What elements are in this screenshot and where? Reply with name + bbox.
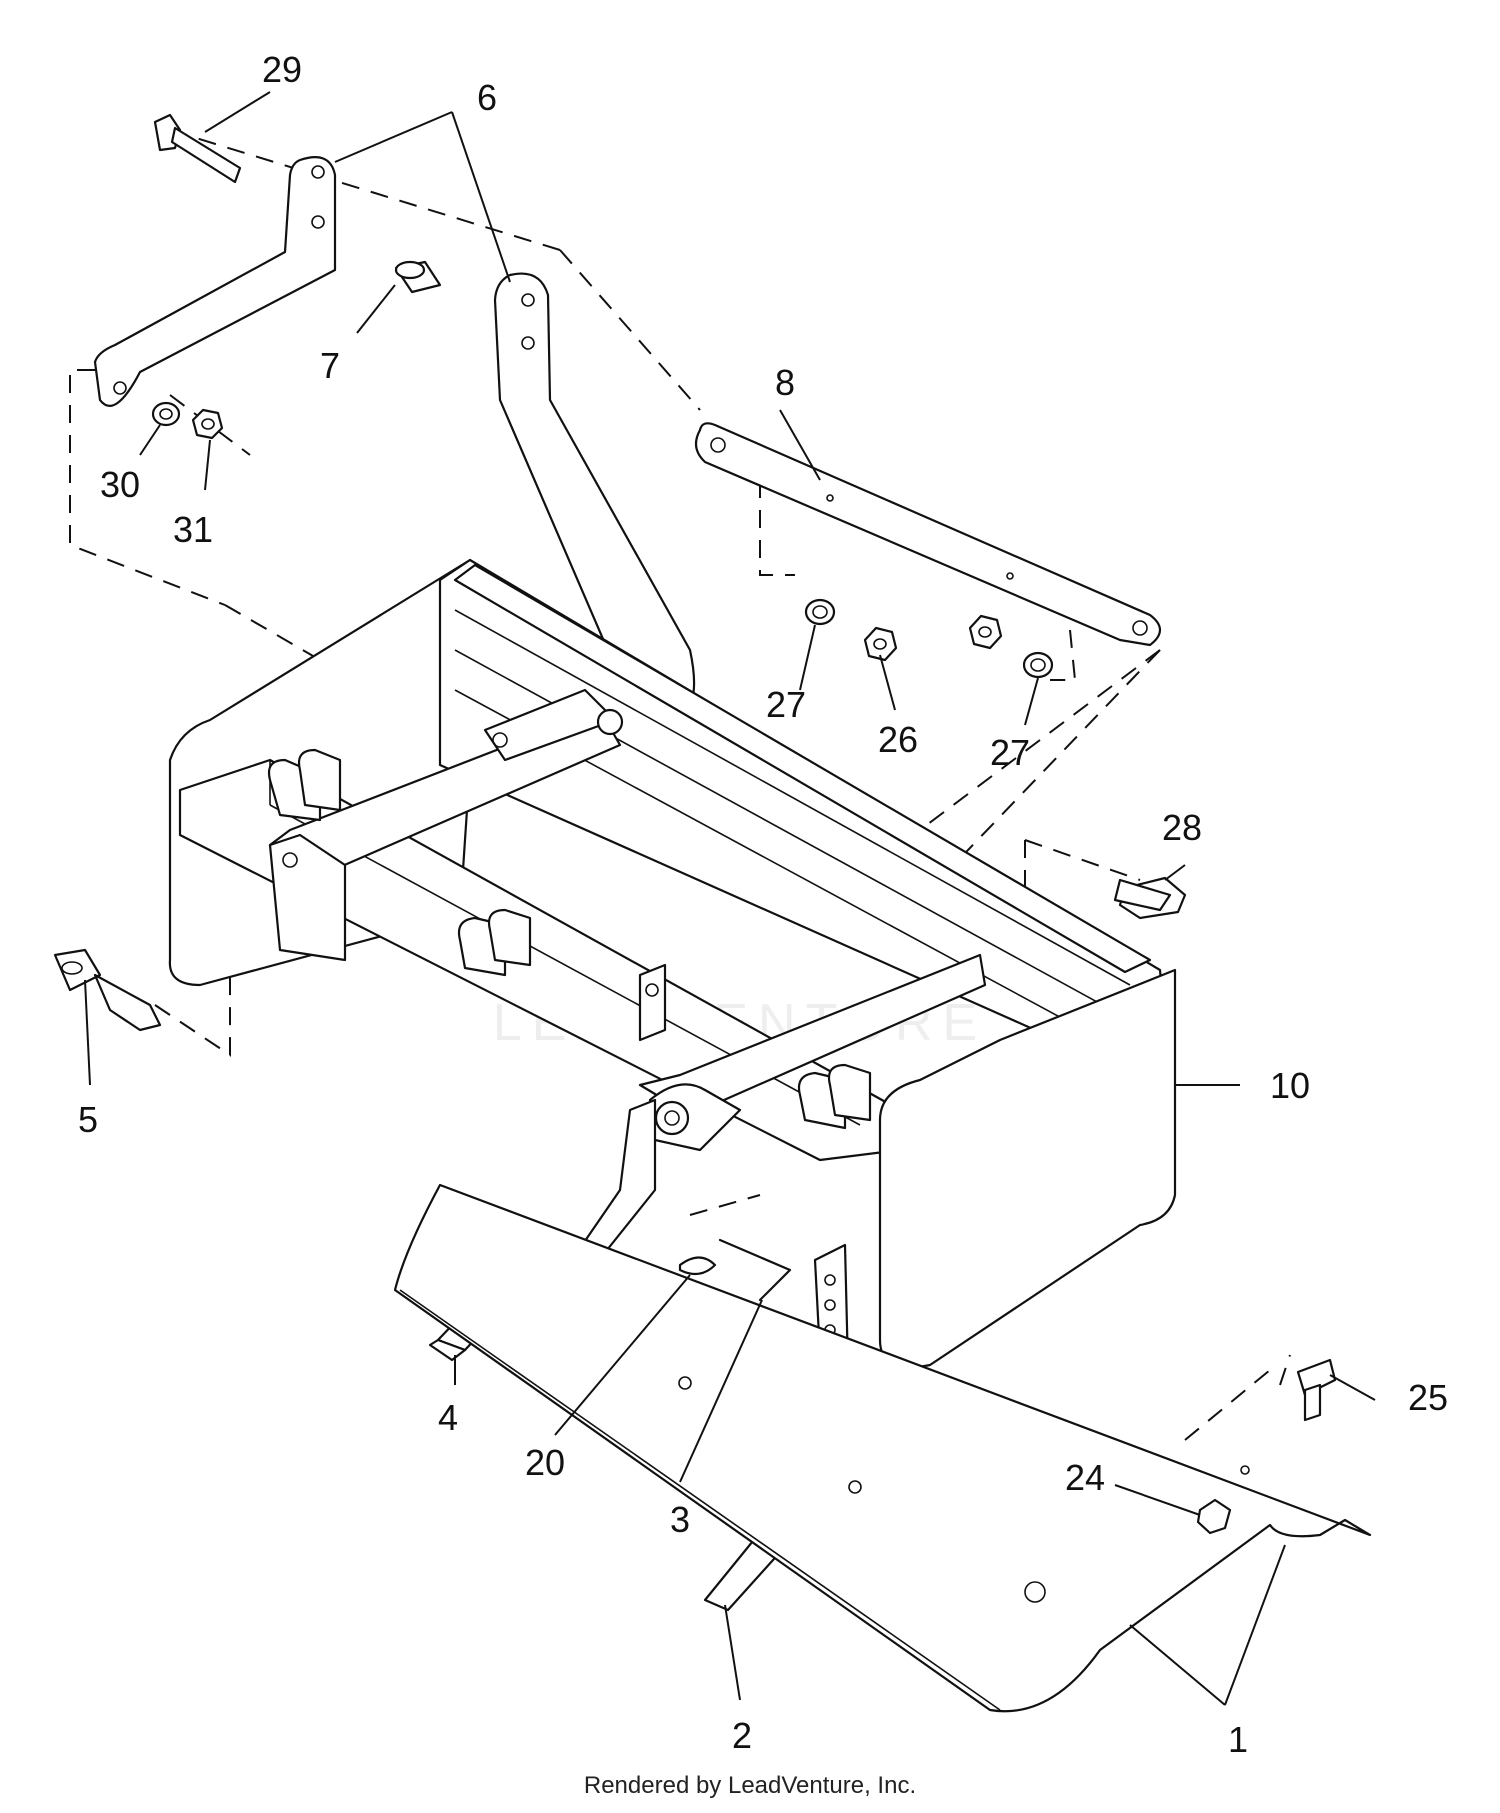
part-8-brace: [694, 422, 1162, 647]
part-26-nut-right: [968, 614, 1003, 650]
callout-27-left: 27: [766, 684, 806, 725]
part-20-pin: [678, 1256, 717, 1276]
callout-7: 7: [320, 345, 340, 386]
part-27-washer-right: [1022, 651, 1054, 679]
callout-25: 25: [1408, 1377, 1448, 1418]
callout-8: 8: [775, 362, 795, 403]
callout-20: 20: [525, 1442, 565, 1483]
part-6-left-bracket: [93, 156, 337, 407]
part-3-clip: [718, 1238, 792, 1302]
part-31-nut: [191, 408, 224, 440]
callout-30: 30: [100, 464, 140, 505]
part-30-washer: [151, 401, 181, 427]
part-26-nut-left: [863, 626, 898, 662]
callout-10: 10: [1270, 1065, 1310, 1106]
callout-5: 5: [78, 1099, 98, 1140]
part-27-washer-left: [804, 598, 836, 626]
callout-28: 28: [1162, 807, 1202, 848]
callout-27-right: 27: [990, 732, 1030, 773]
part-10-box-frame: [168, 558, 1177, 1369]
part-24-nut: [1196, 1498, 1232, 1535]
callout-31: 31: [173, 509, 213, 550]
part-7-spacer: [394, 260, 442, 294]
callout-24: 24: [1065, 1457, 1105, 1498]
part-25-bolt: [1296, 1358, 1337, 1422]
callout-2: 2: [732, 1715, 752, 1756]
leader-lines: [84, 91, 1376, 1706]
callout-labels: 29 6 7 8 30 31 27 26 27 28 5 10 4 20 3 2…: [78, 49, 1448, 1760]
part-28-bolt: [1113, 876, 1187, 920]
callout-3: 3: [670, 1499, 690, 1540]
part-29-bolt: [153, 113, 242, 184]
part-1-cutting-edge: [393, 1183, 1372, 1713]
callout-4: 4: [438, 1397, 458, 1438]
callout-29: 29: [262, 49, 302, 90]
part-5-pin: [53, 948, 162, 1032]
callout-26: 26: [878, 719, 918, 760]
footer-credit: Rendered by LeadVenture, Inc.: [583, 1772, 917, 1799]
callout-6: 6: [477, 77, 497, 118]
callout-1: 1: [1228, 1719, 1248, 1760]
